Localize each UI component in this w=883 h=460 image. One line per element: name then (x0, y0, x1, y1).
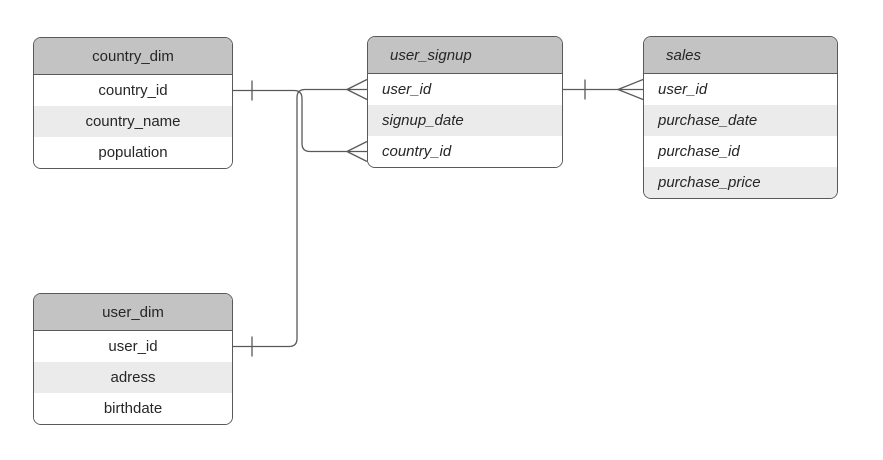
relationship-country_dim-to-user_signup[interactable] (233, 80, 368, 163)
relationship-line (233, 89, 347, 153)
table-title-sales[interactable]: sales (644, 37, 837, 74)
table-row-country_name[interactable]: country_name (34, 106, 232, 137)
cardinality-many-crowfoot (617, 78, 644, 101)
table-row-country_id[interactable]: country_id (34, 75, 232, 106)
table-row-country_id[interactable]: country_id (368, 136, 562, 167)
relationship-user_dim-to-user_signup[interactable] (233, 78, 368, 357)
table-row-purchase_date[interactable]: purchase_date (644, 105, 837, 136)
table-row-purchase_price[interactable]: purchase_price (644, 167, 837, 198)
table-row-adress[interactable]: adress (34, 362, 232, 393)
entity-table-sales[interactable]: sales user_id purchase_date purchase_id … (643, 36, 838, 199)
table-row-user_id[interactable]: user_id (34, 331, 232, 362)
cardinality-many-crowfoot (346, 78, 368, 101)
table-title-country_dim[interactable]: country_dim (34, 38, 232, 75)
entity-table-country_dim[interactable]: country_dim country_id country_name popu… (33, 37, 233, 169)
table-title-user_signup[interactable]: user_signup (368, 37, 562, 74)
table-row-user_id[interactable]: user_id (644, 74, 837, 105)
relationship-line (233, 88, 347, 348)
cardinality-many-crowfoot (346, 140, 368, 163)
table-row-user_id[interactable]: user_id (368, 74, 562, 105)
table-row-population[interactable]: population (34, 137, 232, 168)
entity-table-user_dim[interactable]: user_dim user_id adress birthdate (33, 293, 233, 425)
table-row-signup_date[interactable]: signup_date (368, 105, 562, 136)
table-row-birthdate[interactable]: birthdate (34, 393, 232, 424)
table-title-user_dim[interactable]: user_dim (34, 294, 232, 331)
relationship-user_signup-to-sales[interactable] (563, 78, 644, 101)
entity-table-user_signup[interactable]: user_signup user_id signup_date country_… (367, 36, 563, 168)
table-row-purchase_id[interactable]: purchase_id (644, 136, 837, 167)
